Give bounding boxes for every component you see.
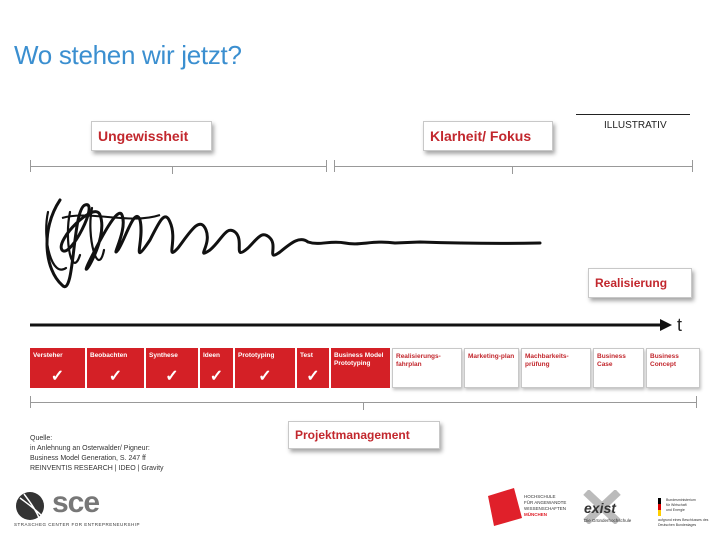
bracket-end: [326, 160, 327, 172]
sce-wordmark: sce: [52, 486, 100, 519]
step-business-case: Business Case: [593, 348, 644, 388]
step-label: Test: [300, 352, 313, 359]
step-label: Synthese: [149, 352, 178, 359]
source-line: Quelle:: [30, 435, 53, 442]
step-machbarkeitspruefung: Machbarkeits-prüfung: [521, 348, 591, 388]
checkmark-icon: ✓: [50, 367, 65, 385]
bracket-end: [30, 396, 31, 408]
illustrative-badge: ILLUSTRATIV: [604, 120, 667, 131]
phase-realization-box: Realisierung: [588, 268, 692, 298]
step-prototyping: Prototyping ✓: [235, 348, 295, 388]
step-label: Ideen: [203, 352, 220, 359]
checkmark-icon: ✓: [209, 367, 224, 385]
step-label: Beobachten: [90, 352, 128, 359]
phase-uncertainty-box: Ungewissheit: [91, 121, 212, 151]
bracket-end: [696, 396, 697, 408]
hm-line: HOCHSCHULE: [524, 494, 556, 499]
step-test: Test ✓: [297, 348, 329, 388]
step-marketingplan: Marketing-plan: [464, 348, 519, 388]
exist-wordmark: exist: [584, 500, 616, 516]
step-beobachten: Beobachten ✓: [87, 348, 144, 388]
bracket-clarity: [334, 166, 692, 167]
step-business-model-prototyping: Business Model Prototyping: [331, 348, 390, 388]
source-line: REINVENTIS RESEARCH | IDEO | Gravity: [30, 465, 164, 472]
step-label: Machbarkeits-prüfung: [525, 353, 569, 368]
step-label: Realisierungs-fahrplan: [396, 353, 441, 368]
step-ideen: Ideen ✓: [200, 348, 233, 388]
step-label: Business Model Prototyping: [334, 352, 384, 367]
phase-project-management-box: Projektmanagement: [288, 421, 440, 449]
hm-logo: HOCHSCHULE FÜR ANGEWANDTE WISSENSCHAFTEN…: [484, 488, 574, 526]
bracket-end: [334, 160, 335, 172]
checkmark-icon: ✓: [108, 367, 123, 385]
checkmark-icon: ✓: [165, 367, 179, 385]
ministry-line: Bundesministerium: [666, 498, 696, 502]
ministry-text: Bundesministerium für Wirtschaft und Ene…: [666, 498, 696, 513]
step-realisierungsfahrplan: Realisierungs-fahrplan: [392, 348, 462, 388]
bracket-end: [692, 160, 693, 172]
german-flag-icon: [658, 498, 661, 516]
step-label: Versteher: [33, 352, 63, 359]
ministry-note: aufgrund eines Beschlusses des Deutschen…: [658, 518, 709, 527]
step-versteher: Versteher ✓: [30, 348, 85, 388]
sce-logo: sce STRASCHEG CENTER FOR ENTREPRENEURSHI…: [14, 486, 164, 530]
checkmark-icon: ✓: [258, 367, 272, 385]
bracket-uncertainty: [30, 166, 326, 167]
hm-text: HOCHSCHULE FÜR ANGEWANDTE WISSENSCHAFTEN…: [524, 494, 566, 518]
exist-logo: exist Die Gründerhochschule: [578, 490, 648, 526]
step-synthese: Synthese ✓: [146, 348, 198, 388]
checkmark-icon: ✓: [306, 367, 320, 385]
step-business-concept: Business Concept: [646, 348, 700, 388]
globe-icon: [16, 492, 44, 521]
ministry-line: für Wirtschaft: [666, 503, 687, 507]
step-label: Business Concept: [650, 353, 679, 368]
source-note: Quelle: in Anlehnung an Osterwalder/ Pig…: [30, 434, 230, 474]
sce-subtitle: STRASCHEG CENTER FOR ENTREPRENEURSHIP: [14, 522, 141, 527]
ministry-line: und Energie: [666, 508, 685, 512]
hm-line: MÜNCHEN: [524, 512, 547, 517]
cross-mark-icon: [583, 490, 621, 524]
hm-line: FÜR ANGEWANDTE: [524, 500, 567, 505]
bracket-center: [363, 402, 364, 410]
source-line: in Anlehnung an Osterwalder/ Pigneur:: [30, 445, 150, 452]
page-title: Wo stehen wir jetzt?: [14, 40, 242, 70]
step-label: Marketing-plan: [468, 353, 515, 360]
time-axis-label: t: [677, 315, 683, 335]
bracket-end: [30, 160, 31, 172]
hm-line: WISSENSCHAFTEN: [524, 506, 567, 511]
source-line: Business Model Generation, S. 247 ff: [30, 455, 146, 462]
hm-mark-icon: [488, 488, 522, 526]
exist-subtitle: Die Gründerhochschule: [584, 518, 632, 523]
bracket-center: [172, 166, 173, 174]
phase-clarity-box: Klarheit/ Fokus: [423, 121, 553, 151]
step-label: Business Case: [597, 353, 626, 368]
ministry-logo: Bundesministerium für Wirtschaft und Ene…: [656, 490, 716, 530]
bracket-center: [512, 166, 513, 174]
badge-rule: [576, 114, 690, 115]
step-label: Prototyping: [238, 352, 275, 359]
